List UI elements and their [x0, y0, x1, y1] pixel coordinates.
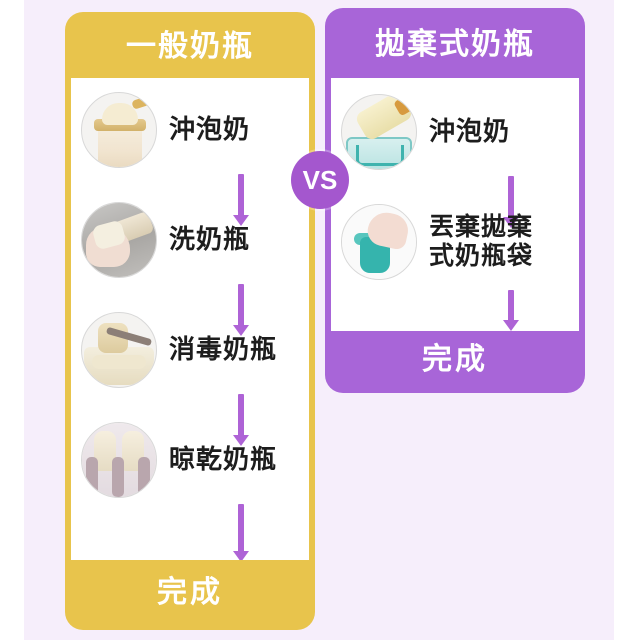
step-label: 沖泡奶 — [429, 116, 511, 147]
down-arrow-icon — [233, 174, 249, 228]
list-item: 沖泡奶 — [81, 92, 250, 168]
list-item: 丟棄拋棄 式奶瓶袋 — [341, 204, 533, 280]
disposable-bottle-card: 拋棄式奶瓶 沖泡奶 丟棄拋棄 式奶瓶袋 — [325, 8, 585, 393]
down-arrow-icon — [503, 290, 519, 331]
regular-bottle-steps: 沖泡奶 洗奶瓶 — [71, 78, 309, 560]
hand-washing-bottle-photo-icon — [81, 202, 157, 278]
step-label: 丟棄拋棄 式奶瓶袋 — [429, 213, 534, 270]
step-label: 晾乾奶瓶 — [169, 444, 278, 475]
regular-bottle-title: 一般奶瓶 — [126, 30, 254, 63]
regular-bottle-card: 一般奶瓶 沖泡奶 洗奶瓶 — [65, 12, 315, 630]
sterilizing-bottle-in-pot-photo-icon — [81, 312, 157, 388]
list-item: 晾乾奶瓶 — [81, 422, 277, 498]
list-item: 消毒奶瓶 — [81, 312, 277, 388]
down-arrow-icon — [233, 504, 249, 560]
list-item: 沖泡奶 — [341, 94, 510, 170]
step-label: 沖泡奶 — [169, 114, 251, 145]
vs-badge: VS — [291, 151, 349, 209]
disposable-bottle-steps: 沖泡奶 丟棄拋棄 式奶瓶袋 — [331, 78, 579, 331]
regular-bottle-footer: 完成 — [157, 576, 223, 609]
down-arrow-icon — [233, 394, 249, 448]
step-label: 洗奶瓶 — [169, 224, 251, 255]
down-arrow-icon — [503, 176, 519, 230]
bottle-with-formula-scoop-photo-icon — [81, 92, 157, 168]
list-item: 洗奶瓶 — [81, 202, 250, 278]
step-label: 消毒奶瓶 — [169, 334, 278, 365]
disposable-bottle-title: 拋棄式奶瓶 — [375, 28, 535, 61]
disposable-bottle-footer: 完成 — [422, 343, 488, 376]
bottles-on-drying-rack-photo-icon — [81, 422, 157, 498]
hand-discarding-disposable-bag-photo-icon — [341, 204, 417, 280]
pouring-formula-into-disposable-bag-photo-icon — [341, 94, 417, 170]
down-arrow-icon — [233, 284, 249, 338]
